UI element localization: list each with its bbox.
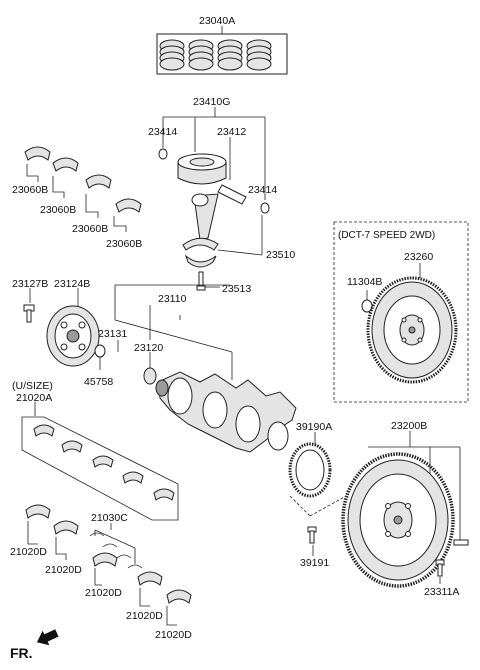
label-front: FR. <box>10 645 33 661</box>
front-direction-indicator <box>36 629 59 646</box>
label-23412: 23412 <box>217 126 246 138</box>
label-23124b: 23124B <box>54 278 90 290</box>
label-21020d-3: 21020D <box>85 587 122 599</box>
label-21030c: 21030C <box>91 512 128 524</box>
label-23414-right: 23414 <box>248 184 277 196</box>
label-23510: 23510 <box>266 249 295 261</box>
label-21020d-1: 21020D <box>10 546 47 558</box>
flywheel <box>341 431 469 588</box>
label-21020d-4: 21020D <box>126 610 163 622</box>
label-23200b: 23200B <box>391 420 427 432</box>
dct-drive-plate-box <box>333 221 469 403</box>
label-39190a: 39190A <box>296 421 332 433</box>
label-23110: 23110 <box>158 293 187 305</box>
label-21020d-2: 21020D <box>45 564 82 576</box>
front-arrow-icon <box>36 629 59 646</box>
label-23414-left: 23414 <box>148 126 177 138</box>
reluctor-ring <box>288 432 347 556</box>
label-23260: 23260 <box>404 251 433 263</box>
damper-pulley <box>23 288 106 370</box>
label-usize: (U/SIZE) <box>12 380 53 392</box>
label-23120: 23120 <box>134 342 163 354</box>
piston-ring-set <box>156 26 288 75</box>
label-23060b-1: 23060B <box>12 184 48 196</box>
label-45758: 45758 <box>84 376 113 388</box>
label-23060b-4: 23060B <box>106 238 142 250</box>
label-23410g: 23410G <box>193 96 230 108</box>
label-dct-7-speed-2wd: (DCT-7 SPEED 2WD) <box>338 230 435 241</box>
label-23060b-3: 23060B <box>72 223 108 235</box>
label-23040a: 23040A <box>199 15 235 27</box>
label-23060b-2: 23060B <box>40 204 76 216</box>
label-23513: 23513 <box>222 283 251 295</box>
main-bearings-and-thrust <box>25 504 192 626</box>
main-bearing-set-usize <box>21 402 179 521</box>
label-23131: 23131 <box>98 328 127 340</box>
label-21020d-5: 21020D <box>155 629 192 641</box>
label-21020a: 21020A <box>16 392 52 404</box>
label-39191: 39191 <box>300 557 329 569</box>
label-11304b: 11304B <box>347 276 382 288</box>
piston-assembly <box>158 107 270 291</box>
crankshaft <box>114 284 297 453</box>
label-23127b: 23127B <box>12 278 48 290</box>
conrod-bearings <box>24 146 142 232</box>
label-23311a: 23311A <box>424 586 459 598</box>
